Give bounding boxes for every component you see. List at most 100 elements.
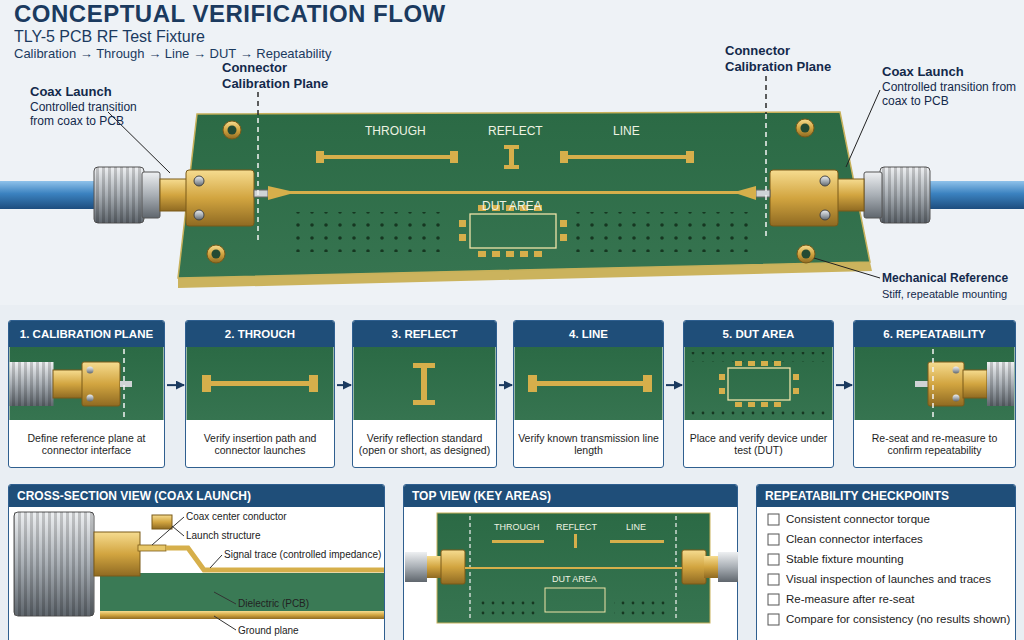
step-thumbnail: [202, 375, 211, 392]
step-thumbnail: [354, 347, 496, 420]
checkbox: [768, 614, 779, 625]
step-thumbnail: [120, 381, 132, 387]
step-thumbnail: [915, 381, 929, 387]
step-thumbnail: [10, 362, 54, 406]
dut-footprint: [478, 251, 486, 257]
step-thumbnail: [690, 408, 828, 418]
mounting-hole: [801, 124, 810, 133]
step-thumbnail: [685, 347, 833, 420]
part-label: Launch structure: [186, 529, 261, 542]
step-thumbnail: [187, 347, 334, 420]
process-step-box: 4. LINEVerify known transmission line le…: [513, 320, 664, 468]
coax-connector: [756, 190, 770, 197]
step-description: Verify insertion path and connector laun…: [190, 423, 330, 465]
calibration-plane-line: [258, 76, 766, 242]
step-thumbnail: [987, 362, 1014, 406]
step-thumbnail: [855, 347, 1015, 420]
step-heading: 2. THROUCH: [186, 321, 334, 347]
pcb-trace: [504, 165, 519, 169]
leader-line: [214, 616, 236, 630]
pcb-trace: [322, 155, 452, 159]
step-thumbnail: [187, 347, 334, 420]
cross-section-drawing: [100, 611, 384, 619]
top-view-drawing: [675, 516, 676, 620]
coax-connector: [880, 167, 930, 223]
step-thumbnail: [774, 402, 781, 407]
dut-footprint: [560, 220, 567, 227]
step-thumbnail: [82, 362, 120, 406]
checkbox: [768, 514, 779, 625]
top-view-drawing: [614, 596, 670, 616]
coax-connector: [0, 167, 1024, 226]
top-view-drawing: [574, 534, 577, 548]
step-thumbnail: [10, 362, 54, 406]
step-thumbnail: [643, 375, 652, 392]
step-thumbnail: [748, 402, 755, 407]
top-view-drawing: [437, 513, 710, 623]
callout-text: Controlled transition from coax to PCB: [882, 80, 1017, 108]
step-description: Define reference plane at connector inte…: [13, 423, 160, 465]
coax-connector: [0, 181, 98, 209]
pcb-trace: [560, 151, 568, 163]
checkbox: [768, 574, 779, 585]
step-thumbnail: [87, 367, 94, 374]
step-heading: 4. LINE: [514, 321, 663, 347]
step-thumbnail: [53, 370, 83, 398]
leader-line: [846, 90, 880, 167]
top-view-drawing: [427, 556, 443, 578]
step-thumbnail: [774, 361, 781, 366]
dut-footprint: [506, 205, 514, 211]
dut-footprint: [459, 234, 466, 241]
dut-footprint: [520, 251, 528, 257]
callout-text: Stiff, repeatable mounting: [882, 287, 1007, 301]
top-view-drawing: [405, 552, 427, 582]
coax-connector: [864, 172, 882, 218]
part-label: Ground plane: [238, 624, 299, 637]
diagram-title: CONCEPTUAL VERIFICATION FLOW: [14, 0, 446, 28]
step-heading: 5. DUT AREA: [684, 321, 833, 347]
process-step-box: 3. REFLECTVerify reflection standard (op…: [352, 320, 497, 468]
flow-arrow: [167, 384, 184, 386]
coax-connector: [820, 210, 830, 220]
cross-section-drawing: [14, 512, 94, 616]
step-thumbnail: [953, 367, 960, 374]
board-label: THROUGH: [494, 522, 540, 533]
top-view-drawing: [480, 596, 536, 616]
step-thumbnail: [932, 349, 934, 418]
part-label: Signal trace (controlled impedance): [224, 548, 381, 561]
leader-line: [152, 517, 184, 545]
mounting-hole: [802, 250, 811, 259]
pcb-trace: [450, 151, 458, 163]
dut-footprint: [560, 234, 567, 241]
step-thumbnail: [953, 395, 960, 402]
panel-box: CROSS-SECTION VIEW (COAX LAUNCH): [8, 484, 385, 640]
step-thumbnail: [928, 362, 964, 406]
step-thumbnail: [719, 374, 725, 380]
panel-heading: CROSS-SECTION VIEW (COAX LAUNCH): [9, 485, 384, 507]
step-thumbnail: [735, 361, 742, 366]
mounting-hole: [797, 245, 815, 263]
checkbox: [768, 554, 779, 565]
top-view-drawing: [465, 567, 682, 569]
dut-footprint: [534, 251, 542, 257]
flow-arrow: [337, 384, 351, 386]
cross-section-drawing: [152, 515, 172, 529]
process-step-box: 6. REPEATABILITYRe-seat and re-measure t…: [853, 320, 1016, 468]
top-view-drawing: [492, 540, 544, 543]
coax-connector: [160, 179, 188, 211]
pcb-board: [292, 212, 448, 252]
mounting-hole: [228, 126, 237, 135]
dut-footprint: [470, 214, 556, 248]
pcb-trace: [290, 191, 738, 194]
step-thumbnail: [123, 349, 125, 418]
step-thumbnail: [309, 375, 318, 392]
step-thumbnail: [413, 363, 435, 368]
step-thumbnail: [10, 347, 164, 420]
board-label: LINE: [613, 124, 640, 138]
checkbox: [768, 514, 779, 525]
coax-connector: [268, 186, 290, 200]
